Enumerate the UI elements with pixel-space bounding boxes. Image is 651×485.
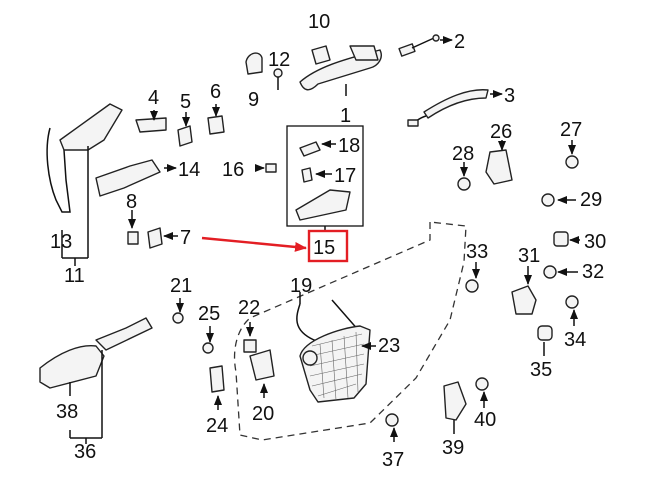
callout-18: 18 — [338, 135, 360, 157]
bolt-27-part — [565, 155, 579, 169]
door-outline — [233, 221, 467, 441]
screw-16-part — [255, 163, 277, 173]
cap-7-part — [147, 227, 163, 249]
callout-14: 14 — [178, 159, 200, 181]
callout-1: 1 — [340, 105, 351, 127]
callout-5: 5 — [180, 91, 191, 113]
callout-12: 12 — [268, 49, 290, 71]
window-regulator-part — [299, 325, 371, 403]
callout-7: 7 — [180, 227, 191, 249]
bracket-31-part — [511, 285, 537, 315]
bolt-33-part — [465, 279, 479, 293]
bracket-26-part — [485, 149, 513, 185]
callout-30: 30 — [584, 231, 606, 253]
bolt-37-part — [385, 413, 399, 427]
callout-36: 36 — [74, 441, 96, 463]
bolt-28-part — [457, 177, 471, 191]
callout-40: 40 — [474, 409, 496, 431]
callout-27: 27 — [560, 119, 582, 141]
callout-10: 10 — [308, 11, 330, 33]
callout-32: 32 — [582, 261, 604, 283]
callout-39: 39 — [442, 437, 464, 459]
plug-8-part — [127, 231, 139, 245]
bracket-part — [245, 52, 263, 75]
highlight-arrow — [201, 236, 307, 252]
bolt-25-part — [202, 342, 214, 354]
callout-35: 35 — [530, 359, 552, 381]
callout-38: 38 — [56, 401, 78, 423]
callout-31: 31 — [518, 245, 540, 267]
latch-20-part — [249, 349, 275, 381]
clip-22-part — [243, 339, 257, 353]
cap-5-part — [177, 125, 193, 147]
callout-3: 3 — [504, 85, 515, 107]
callout-2: 2 — [454, 31, 465, 53]
bushing-35-part — [537, 325, 553, 341]
bracket-24-part — [209, 365, 225, 393]
handle-trim-part — [299, 141, 321, 157]
callout-28: 28 — [452, 143, 474, 165]
bushing-30-part — [553, 231, 569, 247]
handle-cap-part — [311, 45, 331, 65]
callout-6: 6 — [210, 81, 221, 103]
callout-19: 19 — [290, 275, 312, 297]
screw-17-part — [301, 167, 313, 183]
callout-34: 34 — [564, 329, 586, 351]
callout-37: 37 — [382, 449, 404, 471]
outer-handle-part — [299, 45, 382, 91]
callout-21: 21 — [170, 275, 192, 297]
callout-23: 23 — [378, 335, 400, 357]
callout-24: 24 — [206, 415, 228, 437]
check-strap-part — [39, 345, 105, 389]
callout-33: 33 — [466, 241, 488, 263]
callout-20: 20 — [252, 403, 274, 425]
callout-26: 26 — [490, 121, 512, 143]
latch-part — [95, 159, 161, 197]
callout-4: 4 — [148, 87, 159, 109]
callout-17: 17 — [334, 165, 356, 187]
callout-29: 29 — [580, 189, 602, 211]
callout-13: 13 — [50, 231, 72, 253]
inside-handle-part — [295, 189, 351, 221]
cable-bolt-part — [398, 34, 440, 57]
bolt-32-part — [543, 265, 557, 279]
check-arm-part — [95, 317, 153, 351]
cap-6-part — [207, 115, 225, 135]
door-cable-part — [46, 127, 71, 213]
bolt-29-part — [541, 193, 555, 207]
callout-25: 25 — [198, 303, 220, 325]
bolt-40-part — [475, 377, 489, 391]
block-39-part — [443, 381, 467, 421]
lock-module-part — [59, 103, 123, 151]
callout-9: 9 — [248, 89, 259, 111]
callout-22: 22 — [238, 297, 260, 319]
highlight-box-15 — [307, 229, 349, 263]
clip-part — [135, 117, 167, 133]
release-cable-part — [407, 89, 489, 127]
callout-8: 8 — [126, 191, 137, 213]
callout-16: 16 — [222, 159, 244, 181]
callout-15: 15 — [313, 237, 335, 259]
bolt-34-part — [565, 295, 579, 309]
callout-11: 11 — [64, 265, 85, 287]
small-bolt-part — [273, 68, 283, 90]
bolt-21-part — [172, 312, 184, 324]
